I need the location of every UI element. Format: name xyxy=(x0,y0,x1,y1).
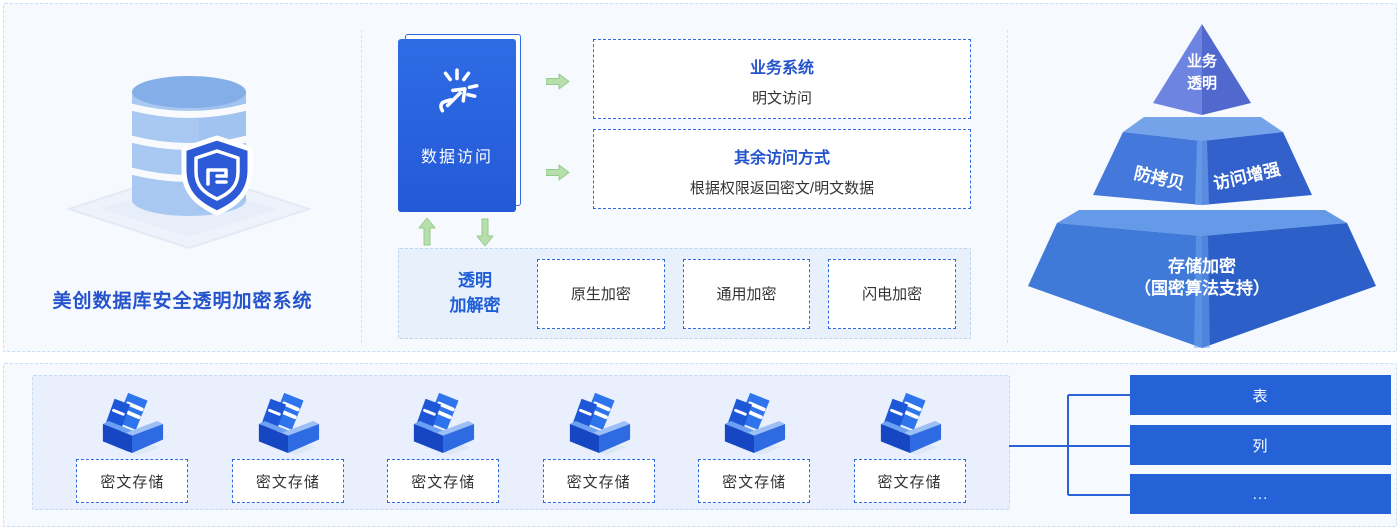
storage-label: 密文存储 xyxy=(698,459,811,503)
granularity-more-box: ... xyxy=(1130,474,1391,514)
engine-label-line1: 透明 xyxy=(458,270,492,290)
business-system-box: 业务系统 明文访问 xyxy=(593,39,971,119)
top-container: 美创数据库安全透明加密系统 数据访问 xyxy=(3,3,1397,352)
storage-icon xyxy=(880,392,941,455)
storage-icon xyxy=(569,392,630,455)
method-general-encryption: 通用加密 xyxy=(682,258,811,329)
storage-item: 密文存储 xyxy=(387,389,500,503)
other-access-box: 其余访问方式 根据权限返回密文/明文数据 xyxy=(593,129,971,209)
arrow-right-icon xyxy=(546,164,570,181)
book-cover: 数据访问 xyxy=(398,39,516,212)
panel-divider-right xyxy=(1007,30,1008,343)
arrow-up-icon xyxy=(418,218,436,246)
target-title: 业务系统 xyxy=(749,60,814,77)
method-lightning-encryption: 闪电加密 xyxy=(828,258,957,329)
granularity-column-box: 列 xyxy=(1130,425,1391,465)
engine-label-line2: 加解密 xyxy=(449,295,501,315)
pyramid-tier1-line1: 业务 xyxy=(1187,52,1218,70)
storage-label: 密文存储 xyxy=(853,459,966,503)
storage-icon xyxy=(258,392,319,455)
connector-lines xyxy=(1009,394,1130,496)
storage-icon xyxy=(724,392,786,455)
engine-label: 透明 加解密 xyxy=(431,269,519,318)
pyramid-tier3-line2: （国密算法支持） xyxy=(1134,278,1270,298)
storage-label: 密文存储 xyxy=(76,459,189,503)
capability-pyramid: 业务 透明 防拷贝 访问增强 存储加密 （国密算法支持） xyxy=(1028,24,1376,348)
storage-label: 密文存储 xyxy=(231,459,344,503)
storage-item: 密文存储 xyxy=(853,389,966,503)
pyramid-tier1-line2: 透明 xyxy=(1187,75,1217,92)
storage-item: 密文存储 xyxy=(231,389,344,503)
cursor-click-icon xyxy=(439,68,479,113)
shield-icon xyxy=(181,135,253,216)
engine-panel: 透明 加解密 原生加密 通用加密 闪电加密 xyxy=(398,248,971,339)
storage-item: 密文存储 xyxy=(542,389,655,503)
storage-item: 密文存储 xyxy=(698,389,811,503)
data-access-book: 数据访问 xyxy=(398,34,521,212)
method-native-encryption: 原生加密 xyxy=(537,258,665,329)
storage-icon xyxy=(414,392,475,455)
data-access-label: 数据访问 xyxy=(420,149,493,166)
database-icon xyxy=(65,76,313,250)
target-desc: 根据权限返回密文/明文数据 xyxy=(689,180,875,197)
target-desc: 明文访问 xyxy=(751,90,812,107)
arrow-right-icon xyxy=(546,73,570,90)
pyramid-tier3-line1: 存储加密 xyxy=(1168,256,1236,276)
bottom-container: 密文存储 密文存储 xyxy=(3,363,1397,527)
storage-panel: 密文存储 密文存储 xyxy=(32,375,1010,510)
storage-label: 密文存储 xyxy=(542,459,655,503)
arrow-down-icon xyxy=(476,218,494,246)
storage-label: 密文存储 xyxy=(387,459,500,503)
panel-divider-left xyxy=(361,30,362,343)
storage-icon xyxy=(103,392,164,455)
system-title: 美创数据库安全透明加密系统 xyxy=(52,291,313,312)
target-title: 其余访问方式 xyxy=(733,150,830,167)
granularity-table-box: 表 xyxy=(1130,375,1391,415)
storage-item: 密文存储 xyxy=(76,389,189,503)
